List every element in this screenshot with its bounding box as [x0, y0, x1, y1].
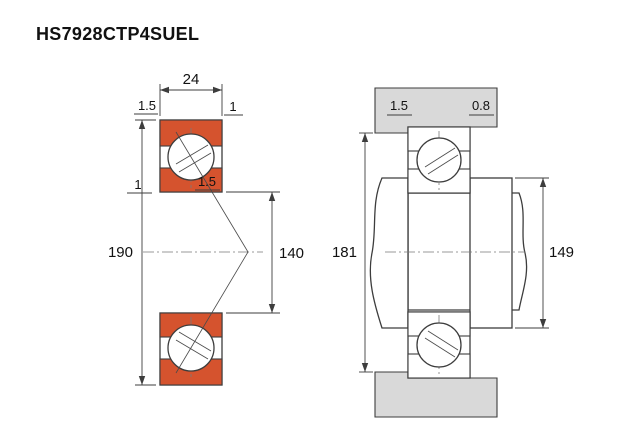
dim-width: 24 — [159, 71, 223, 116]
chamfer-bore-label: 1.5 — [198, 174, 216, 189]
mounted-bearing-bottom-section — [407, 311, 471, 379]
right-view-mounting: 181 149 1.5 0.8 — [332, 87, 574, 418]
cage-line — [424, 337, 456, 358]
chamfer-top-left-label: 1.5 — [138, 98, 156, 113]
left-view-cross-section: 24 190 140 1.5 1 — [108, 71, 304, 386]
shaft-fillet-label: 0.8 — [472, 98, 490, 113]
shaft-shoulder — [369, 177, 409, 329]
housing-shoulder-label: 181 — [332, 244, 357, 261]
contact-angle-lines — [175, 131, 249, 374]
housing-block-bottom — [374, 371, 498, 418]
part-number-title: HS7928CTP4SUEL — [36, 24, 200, 44]
bottom-ring-section — [159, 312, 223, 386]
mounted-bearing-top-section — [407, 126, 471, 194]
chamfer-top-right-label: 1 — [229, 99, 236, 114]
ball-top — [416, 137, 462, 183]
cage-line — [427, 154, 459, 175]
cage-line — [175, 339, 209, 360]
cage-line — [175, 144, 209, 165]
fillet-callouts-right-view: 1.5 0.8 — [387, 98, 494, 116]
shaft-spacer — [469, 177, 513, 329]
width-dim-label: 24 — [183, 71, 200, 88]
outer-diameter-label: 190 — [108, 244, 133, 261]
cage-line — [178, 152, 212, 173]
dim-shaft-shoulder: 149 — [515, 177, 574, 329]
chamfer-left-label: 1 — [134, 177, 141, 192]
housing-fillet-label: 1.5 — [390, 98, 408, 113]
chamfer-callouts-left-view: 1.5 1 1 1.5 — [127, 98, 243, 194]
bore-diameter-label: 140 — [279, 245, 304, 262]
cage-line — [427, 330, 459, 351]
dim-housing-shoulder: 181 — [332, 132, 373, 373]
shaft-shoulder-label: 149 — [549, 244, 574, 261]
cage-line — [424, 147, 456, 168]
dim-bore-diameter: 140 — [226, 191, 304, 314]
dim-outer-diameter: 190 — [108, 119, 156, 386]
ball-bottom — [416, 322, 462, 368]
